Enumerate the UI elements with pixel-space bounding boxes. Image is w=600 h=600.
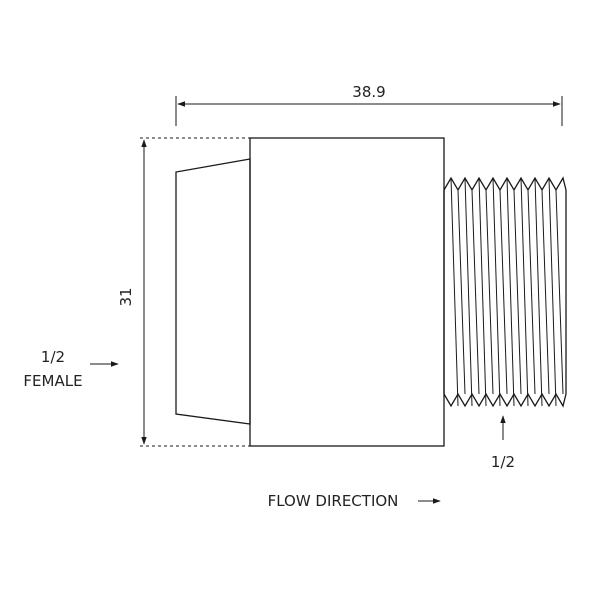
inlet-size-label: 1/2 [41,348,65,366]
flow-direction-label: FLOW DIRECTION [268,492,399,510]
female-socket-bore [175,158,251,425]
flow-direction-callout: FLOW DIRECTION [268,492,441,510]
fitting-body [249,137,445,447]
length-dimension: 38.9 [175,83,563,126]
length-dimension-value: 38.9 [352,83,385,101]
thread-crest-bottom [443,392,567,408]
outlet-size-label: 1/2 [491,453,515,471]
thread-flank-lines [450,177,564,407]
outlet-callout: 1/2 [491,415,515,471]
height-dimension: 31 [117,137,250,447]
inlet-callout: 1/2 FEMALE [23,348,119,390]
height-dimension-value: 31 [117,287,135,306]
thread-crest-top [443,176,567,192]
inlet-type-label: FEMALE [23,372,82,390]
male-thread [443,176,567,408]
